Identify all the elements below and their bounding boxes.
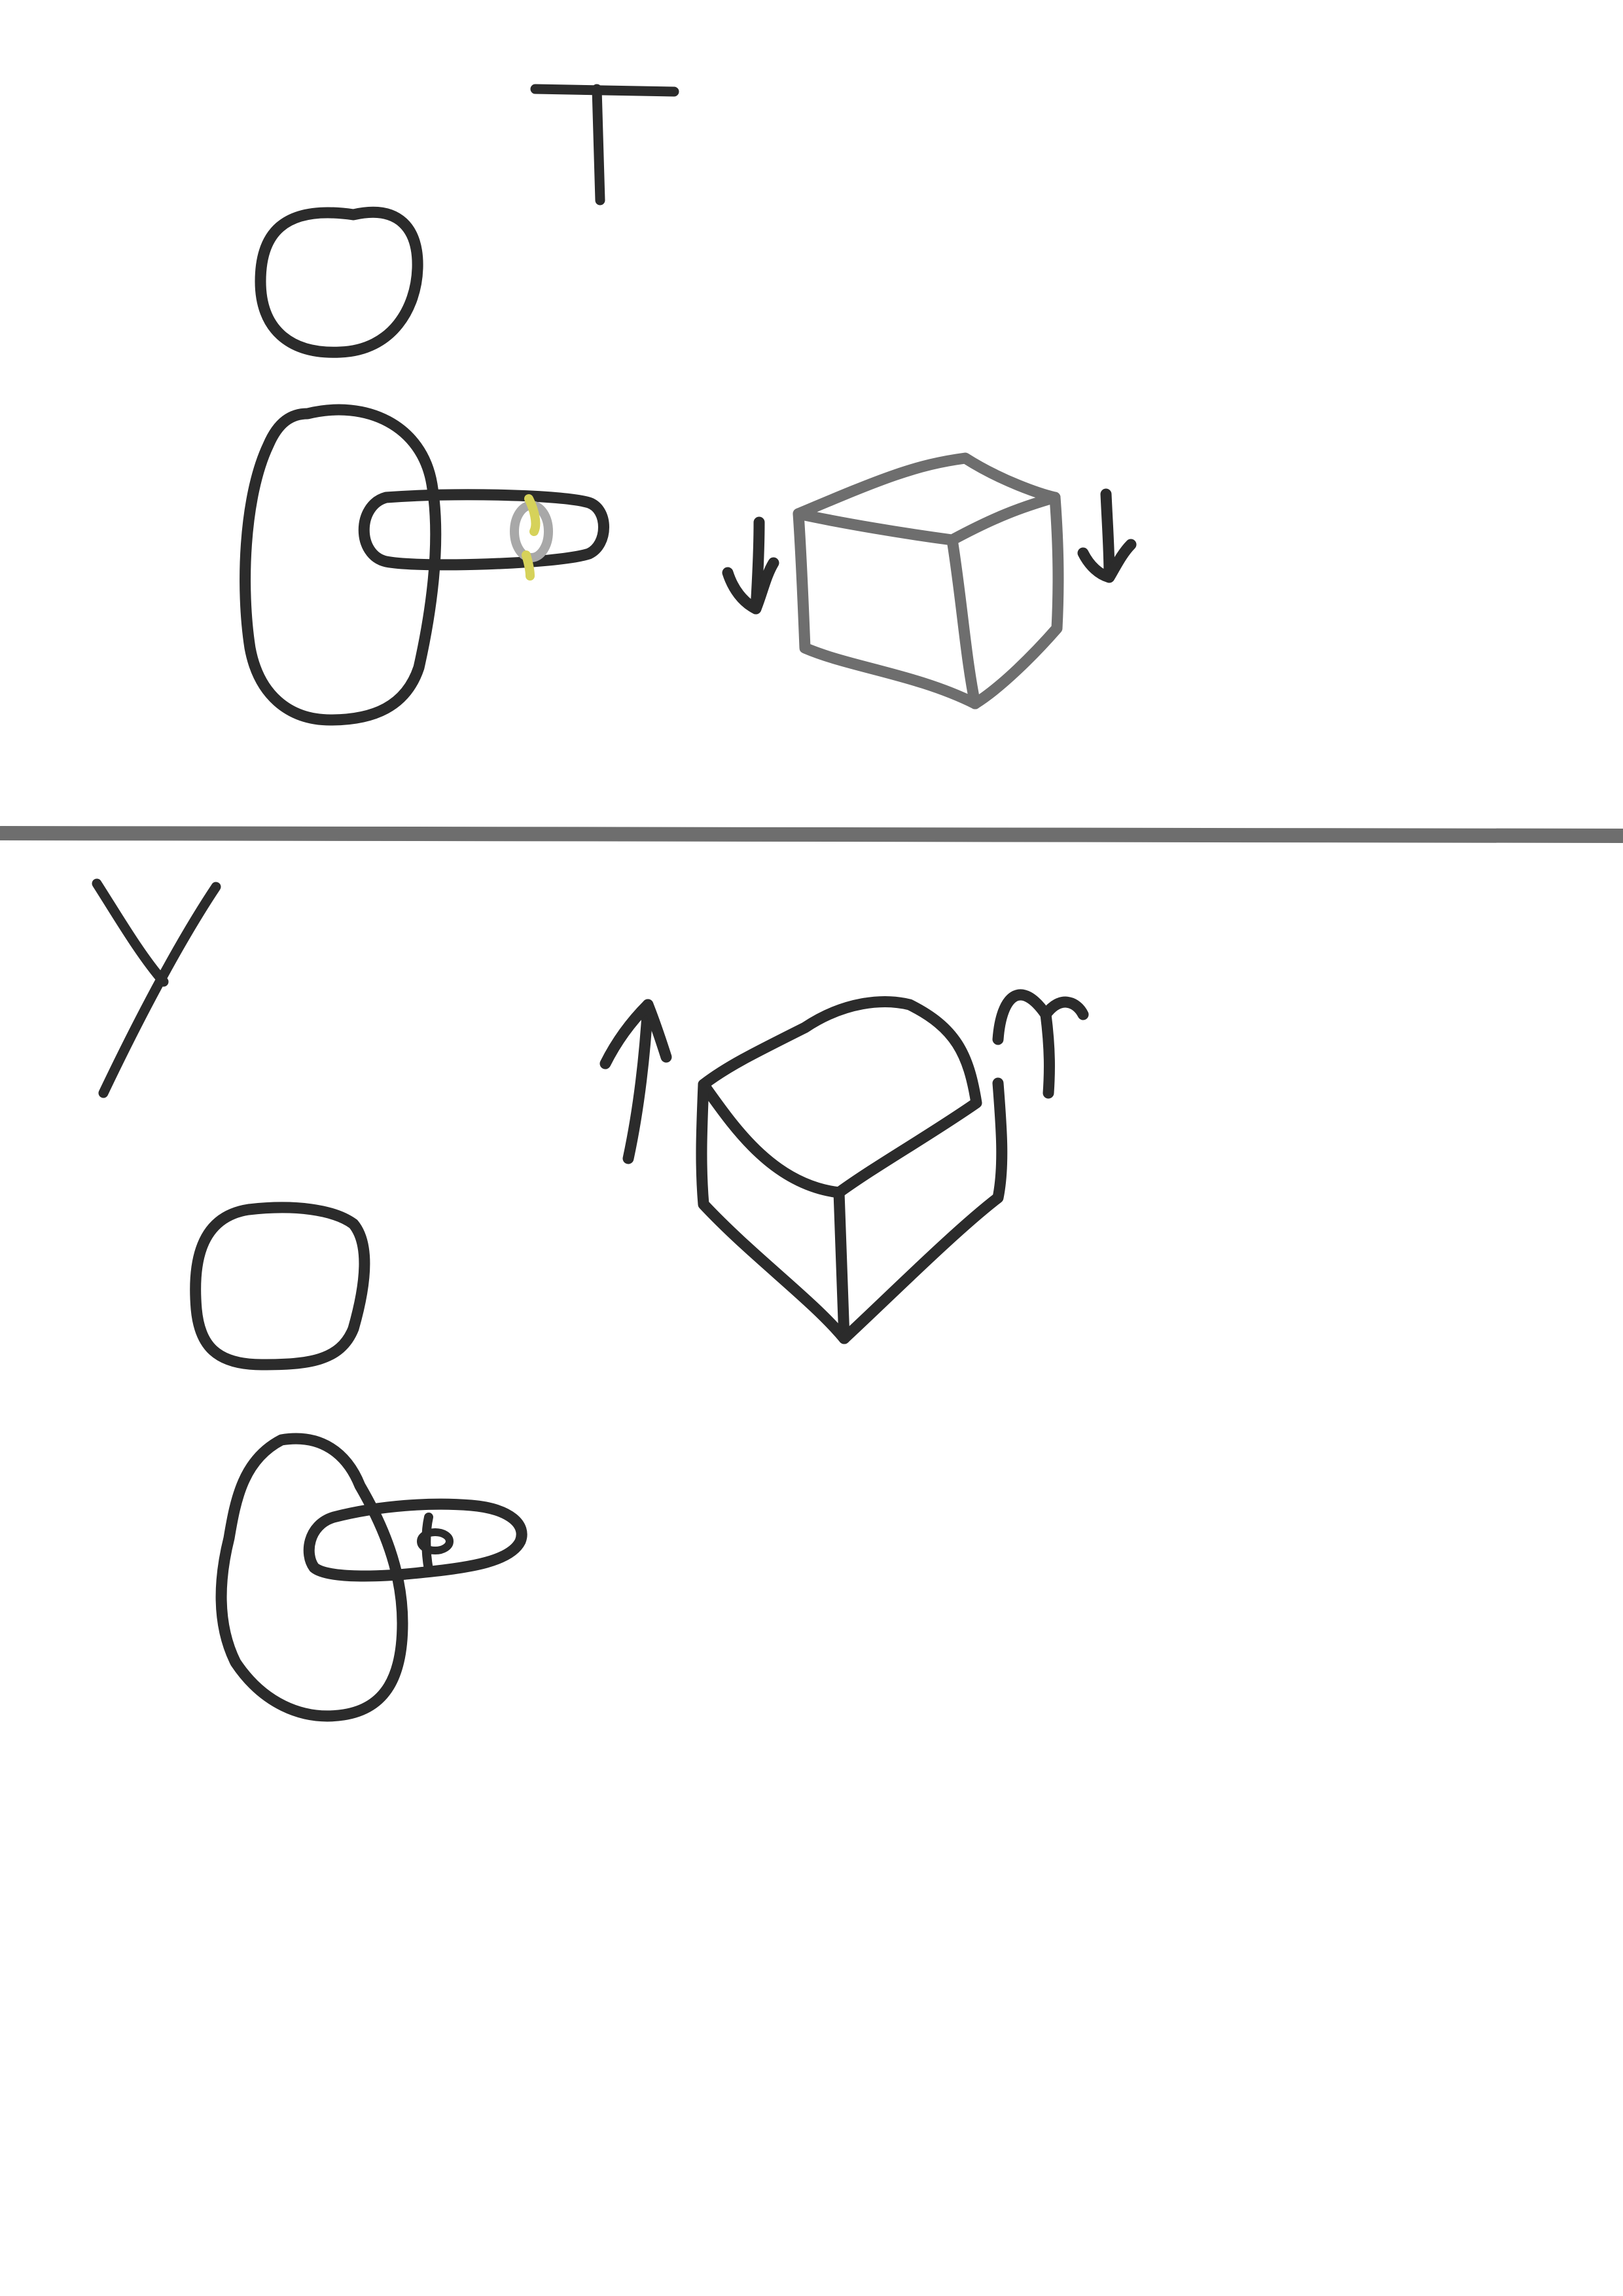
cube-icon bbox=[793, 452, 1064, 709]
ring-icon bbox=[417, 1513, 454, 1574]
ring-icon bbox=[510, 494, 553, 581]
figure-hand bbox=[358, 489, 609, 571]
arrow-down-icon bbox=[722, 516, 779, 615]
arrow-down-icon bbox=[1077, 488, 1137, 583]
arrow-up-icon bbox=[992, 989, 1089, 1099]
panel-divider bbox=[0, 826, 1623, 843]
arrow-up-icon bbox=[599, 999, 672, 1164]
figure-hand bbox=[303, 1498, 527, 1582]
bottom-panel bbox=[92, 878, 1089, 1722]
cube-icon bbox=[696, 996, 1008, 1344]
figure-head bbox=[255, 206, 423, 358]
letter-y bbox=[92, 878, 221, 1098]
top-panel bbox=[240, 84, 1137, 726]
figure-head bbox=[190, 1202, 370, 1371]
figure-body bbox=[215, 1433, 408, 1722]
figure-body bbox=[240, 404, 442, 726]
letter-t bbox=[530, 84, 679, 206]
